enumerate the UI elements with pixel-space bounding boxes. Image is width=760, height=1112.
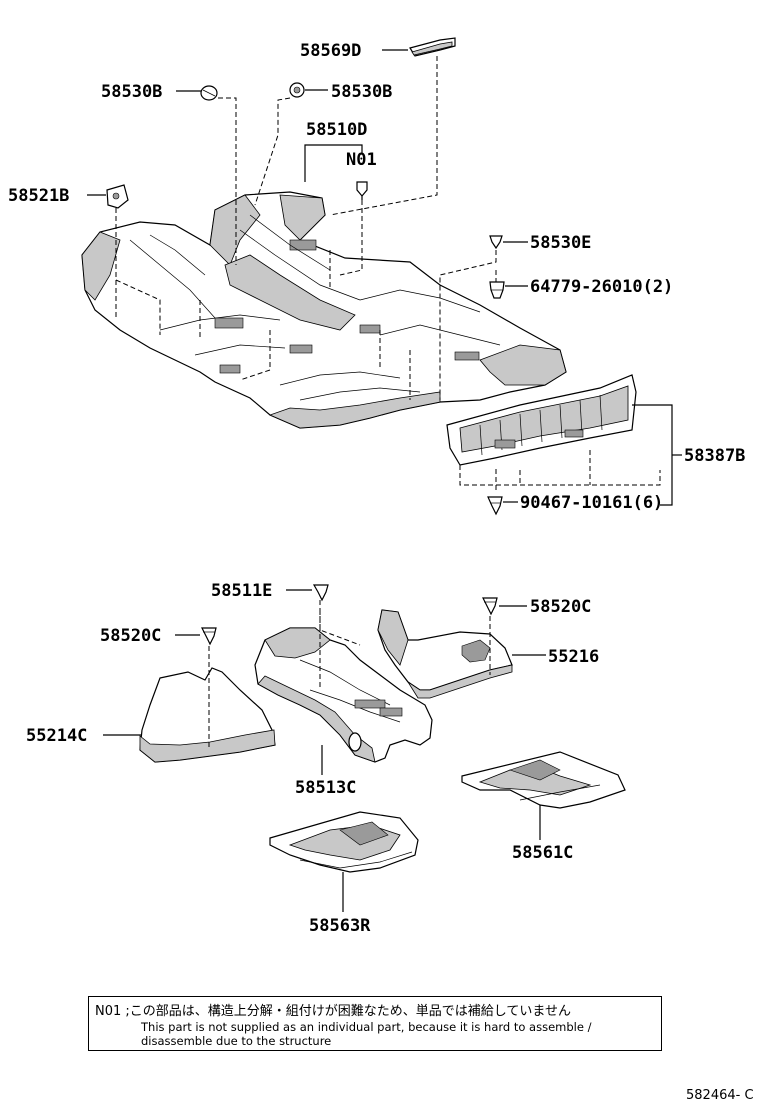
top-dashed-lines [115,56,661,490]
label-90467-10161: 90467-10161(6) [520,493,663,513]
clip-58520c-left[interactable] [201,627,217,646]
label-58561c: 58561C [512,843,573,863]
rear-right-mat-58561c[interactable] [461,751,626,809]
label-58563r: 58563R [309,916,371,936]
clip-58530e[interactable] [489,235,503,250]
label-58510d: 58510D [306,120,367,140]
label-58569d: 58569D [300,41,361,61]
clip-n01[interactable] [356,181,368,200]
label-58387b: 58387B [684,446,745,466]
lower-leaders [103,589,546,912]
bracket-58521b[interactable] [106,184,129,209]
rear-floor-support-58387b[interactable] [446,374,637,466]
label-55214c: 55214C [26,726,87,746]
label-58530b-right: 58530B [331,82,392,102]
center-console-carpet-58513c[interactable] [254,627,433,763]
note-box: N01 ;この部品は、構造上分解・組付けが困難なため、単品では補給していません … [88,996,662,1051]
clip-58530b-right[interactable] [289,82,305,98]
label-58511e: 58511E [211,581,272,601]
label-58530b-left: 58530B [101,82,162,102]
clip-58520c-right[interactable] [482,597,498,616]
note-english-line1: This part is not supplied as an individu… [141,1020,592,1034]
label-58520c-left: 58520C [100,626,161,646]
bracket-58569d[interactable] [409,37,456,57]
label-64779-26010: 64779-26010(2) [530,277,673,297]
label-58530e: 58530E [530,233,591,253]
label-58520c-right: 58520C [530,597,591,617]
clip-58530b-left[interactable] [200,85,218,101]
clip-58511e[interactable] [312,584,329,602]
label-n01: N01 [346,150,377,170]
diagram-reference-code: 582464- C [686,1088,754,1103]
label-58513c: 58513C [295,778,356,798]
clip-64779-26010[interactable] [489,281,505,299]
label-55216: 55216 [548,647,599,667]
rear-left-mat-58563r[interactable] [269,811,419,873]
lower-dashed-lines [208,600,491,750]
clip-90467-10161[interactable] [487,496,503,516]
floor-carpet-58510d[interactable] [81,191,567,429]
front-right-mat-55216[interactable] [377,609,513,699]
note-english-line2: disassemble due to the structure [141,1034,332,1048]
label-58521b: 58521B [8,186,69,206]
front-left-mat-55214c[interactable] [139,667,276,763]
top-leaders [87,49,682,506]
note-japanese: N01 ;この部品は、構造上分解・組付けが困難なため、単品では補給していません [95,1004,571,1019]
